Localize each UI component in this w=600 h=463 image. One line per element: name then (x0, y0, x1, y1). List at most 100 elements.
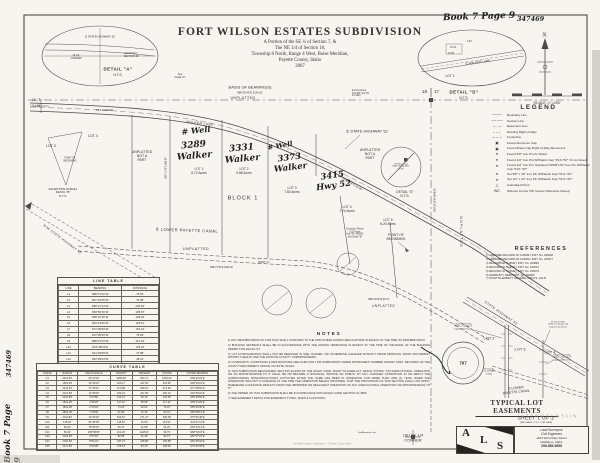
legend-label: Found Aluminum Cap (507, 140, 537, 145)
table-cell: L2 (57, 296, 80, 304)
exception-detail-lot3: LOT 3 (46, 144, 56, 148)
legend-item: △Calculated Point (487, 183, 590, 188)
legend-label: Easement Line (507, 124, 528, 129)
table-cell: 78.09' (121, 331, 159, 339)
scale-label: SCALE: 1"=200' (533, 100, 561, 105)
bearing-unplatted-se: N89°41'29"W 49.73' (368, 298, 390, 301)
legend-title: LEGEND (520, 104, 557, 111)
legend-symbol-icon: ● (495, 172, 499, 177)
legend-symbol-icon: ● (495, 177, 499, 182)
canal-detail-circles (261, 252, 360, 319)
table-cell: 4°26'05" (77, 443, 111, 450)
detail-g-circle (380, 146, 422, 188)
list-item: 5) RECORD OF SURVEY INST. No. 205079 (486, 269, 539, 273)
als-letter-s: S (497, 440, 504, 452)
walker-lane-and-highway-52 (29, 102, 550, 297)
table-cell: 168.13' (109, 443, 133, 450)
footer-note: Fort Wilson Estates Subdivision — Payett… (292, 443, 352, 446)
table-cell: C15 (36, 443, 58, 450)
bearing-east-section-line: S00°20'16"W 2648.52' (433, 188, 437, 212)
unplatted-bottom: UNPLATTED (182, 246, 210, 251)
seal-number: 797 (459, 360, 467, 366)
table-cell: 163.23' (121, 325, 159, 333)
point-a-label: POINT "A" (258, 261, 270, 264)
easement-note-right-top: 10' Front Public Utilities, Drainage and… (547, 321, 569, 329)
legend-symbol-icon: ─ ─ ─ (492, 135, 502, 140)
legend-item: ▣Found Brass Cap Right-of-Way Monument (487, 147, 590, 151)
detail-d-ellipse (417, 29, 527, 87)
als-logo-triangles (457, 427, 513, 453)
table-cell: 75.84' (121, 290, 159, 298)
legend-symbol-icon: ▣ (495, 146, 499, 151)
legend-symbol-icon: WC (494, 189, 500, 194)
plat-subtitle-4: Payette County, Idaho (278, 58, 322, 64)
references-title: REFERENCES (514, 246, 568, 252)
notes-panel: NOTES 1) ANY RESUBDIVISION OF THIS PLAT … (228, 332, 430, 402)
legend-label: Found 1/2" Iron Pin W/Plastic Cap "PLS 7… (507, 157, 587, 162)
table-cell: S70°02'28"E (176, 443, 219, 450)
unplatted-not-a-part-right: UNPLATTED NOT A PART (359, 147, 381, 161)
legend-symbol-icon: ● (495, 152, 499, 157)
n-quarter-corner: N1/4 CORNER (96, 109, 113, 112)
list-item: 3) RECORD OF SURVEY INST. No. 294884 (486, 261, 539, 265)
legend-label: Found 1/2" Iron Pin, Replaced W/5/8"x30"… (507, 163, 590, 171)
section-lines (28, 88, 586, 445)
table-cell: L5 (57, 313, 80, 321)
see-detail-d-note: See Detail "D" (174, 73, 186, 79)
detail-a-ellipse (41, 25, 159, 87)
references-panel: REFERENCES 1) AMENDED RECORD OF SURVEY I… (486, 246, 596, 281)
typical-title: TYPICAL LOT EASEMENTS (475, 399, 559, 417)
unplatted-east-vertical: UNPLATTED (459, 216, 464, 248)
handwriting-book-page-left: Book 7 Page 9 (3, 403, 23, 463)
detail-g-title: DETAIL "G" N.T.S. (396, 189, 414, 198)
exception-detail-lot4: LOT 4 (88, 134, 98, 138)
table-cell: L9 (57, 337, 80, 345)
plat-year: 2007 (295, 64, 305, 70)
section-17-label: 17 (434, 89, 440, 94)
exception-detail-pob: POINT OF BEGINNING (63, 157, 77, 162)
typical-lot-3: LOT 3 (514, 346, 526, 352)
firm-address-street: 1103 West Main Street (536, 436, 567, 441)
legend-symbol-icon: – – – (493, 130, 501, 135)
legend-item: ─ · ─Easement Line (487, 125, 590, 129)
point-of-beginning-label: POINT OF BEGINNING (386, 232, 406, 241)
legend-item: ● Found 1/2" Iron Pin, Replaced W/5/8"x30… (487, 163, 590, 171)
table-cell: L10 (57, 343, 80, 351)
legend-symbol-icon: △ (495, 183, 499, 188)
plat-subtitle-3: Township 8 North, Range 4 West, Boise Me… (251, 52, 349, 58)
surveyor-seal (420, 341, 485, 385)
table-cell: 178.26' (121, 343, 159, 351)
column-header: LINE (57, 284, 80, 292)
notes-items: 1) ANY RESUBDIVISION OF THIS PLAT SHALL … (228, 338, 430, 401)
references-items: 1) AMENDED RECORD OF SURVEY INST. No. 32… (486, 254, 596, 281)
unplatted-not-a-part-left: UNPLATTED NOT A PART (131, 149, 153, 163)
table-cell: 128.61' (121, 319, 159, 327)
handwriting-instrument-number-left: 347469 (5, 350, 13, 378)
curve-table-title: CURVE TABLE (37, 364, 218, 371)
detail-a-sections: SECTION 7 SECTION 18 (123, 52, 139, 58)
north-arrow (537, 38, 553, 95)
section-18-label: 18 (422, 89, 428, 94)
legend-symbol-icon: ● (495, 163, 499, 168)
e-quarter-corner-label: 18|17 E 1/4 CORNER (402, 432, 424, 442)
basis-of-bearing: BASIS OF BEARING(S) (228, 84, 272, 90)
column-header: DISTANCE (121, 284, 159, 292)
list-item: 6) THE OWNER OF THIS SUBDIVISION SHALL B… (228, 391, 368, 396)
handwriting-address-3331: 3331 Walker (224, 142, 261, 166)
highway-52-centerline-label: ₵ STATE HIGHWAY 52 (346, 128, 388, 134)
detail-d-nts: N.T.S. (459, 95, 469, 100)
detail-d-title: DETAIL "D" (449, 89, 479, 95)
list-item: 1) ANY RESUBDIVISION OF THIS PLAT SHALL … (228, 338, 426, 342)
list-item: 5) THIS SUBDIVISION RECOGNIZES SECTION 2… (228, 368, 430, 391)
table-cell: L4 (57, 308, 80, 315)
easement-note-canal-rw: 50' Payette Canal Right of Way (483, 368, 495, 376)
list-item: 1) AMENDED RECORD OF SURVEY INST. No. 32… (486, 254, 553, 257)
